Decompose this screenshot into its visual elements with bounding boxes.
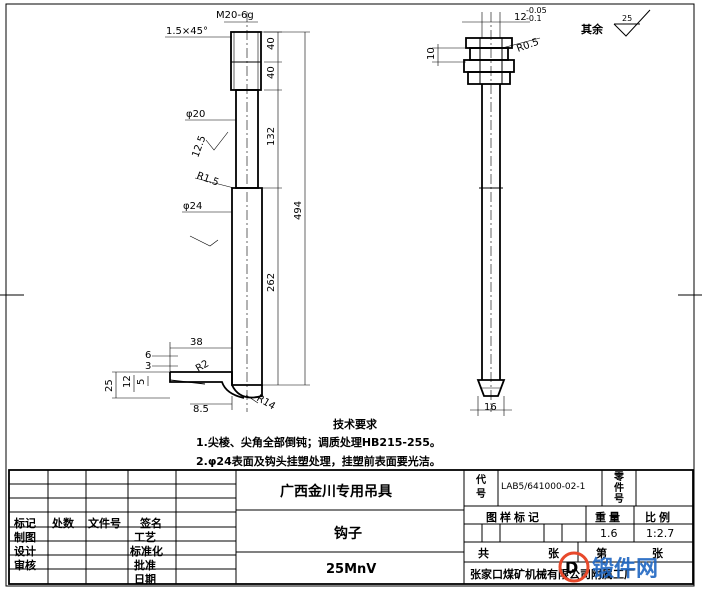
front-view: M20-6g 1.5×45° 40 40 φ20 132 12.5 R1.5 φ… [104,10,310,415]
sheet-no-unit: 张 [652,547,663,560]
role-process: 工艺 [134,531,156,544]
role-designer: 设计 [14,545,36,558]
notes-item-2: 2.φ24表面及钩头挂塑处理，挂塑前表面要光洁。 [196,454,441,468]
dim-132: 132 [266,127,277,146]
dim-chamfer: 1.5×45° [166,26,208,37]
dim-hook-5: 5 [136,379,147,385]
role-approve: 批准 [134,559,156,572]
watermark-text: 锻件网 [592,557,659,582]
code-label: 代号 [476,475,486,500]
notes-heading: 技术要求 [333,417,378,431]
rev-header-mark: 标记 [14,517,36,530]
side-view: 12 -0.05 -0.1 10 R0.5 16 [426,6,547,416]
svg-text:D: D [565,558,578,577]
sheet-no-label: 第 [596,547,607,560]
dim-side-10: 10 [426,47,437,60]
scale-value: 1:2.7 [646,527,675,540]
dim-hook-12: 12 [122,375,133,388]
dim-side-tol-up: -0.05 [526,6,547,15]
weight-label: 重量 [595,511,623,524]
weight-value: 1.6 [600,527,618,540]
scale-label: 比例 [645,511,673,524]
role-standard: 标准化 [130,545,163,558]
code-value: LAB5/641000-02-1 [501,482,586,492]
technical-notes: 技术要求 1.尖棱、尖角全部倒钝；调质处理HB215-255。 2.φ24表面及… [196,417,441,468]
dim-thread: M20-6g [216,10,254,21]
drawing-mark-label: 图样标记 [486,511,542,524]
role-drafter: 制图 [14,531,36,544]
dim-262: 262 [266,273,277,292]
company-name: 广西金川专用吊具 [280,484,392,500]
dim-side-16: 16 [484,402,497,413]
dim-phi24: φ24 [183,201,202,212]
role-reviewer: 审核 [14,559,36,572]
dim-side-tol-dn: -0.1 [526,14,542,23]
roughness-others-label: 其余 [581,22,604,36]
dim-hook-6: 6 [145,350,151,361]
part-name: 钩子 [334,526,362,542]
watermark-icon: D [558,551,590,583]
dim-hook-25: 25 [104,379,115,392]
rev-header-doc: 文件号 [88,517,121,530]
sheet-total-unit: 张 [548,547,559,560]
dim-side-12: 12 [514,12,527,23]
role-date: 日期 [134,573,156,586]
dim-494: 494 [293,201,304,220]
roughness-others-value: 25 [622,14,632,23]
notes-item-1: 1.尖棱、尖角全部倒钝；调质处理HB215-255。 [196,435,441,449]
manufacturer: 张家口煤矿机械有限公司附属工厂 [470,568,635,581]
dim-40b: 40 [266,66,277,79]
rev-header-sign: 签名 [140,517,162,530]
material: 25MnV [326,562,377,577]
part-no-label: 零件号 [614,472,624,505]
dim-hook-3: 3 [145,361,151,372]
watermark-logo: D 锻件网 [556,547,696,587]
dim-hook-38: 38 [190,337,203,348]
rev-header-count: 处数 [52,517,74,530]
roughness-others: 其余 25 [581,9,651,37]
dim-phi20: φ20 [186,109,205,120]
dim-40a: 40 [266,37,277,50]
sheet-total-label: 共 [478,547,489,560]
title-block [8,469,694,585]
dim-hook-85: 8.5 [193,404,209,415]
